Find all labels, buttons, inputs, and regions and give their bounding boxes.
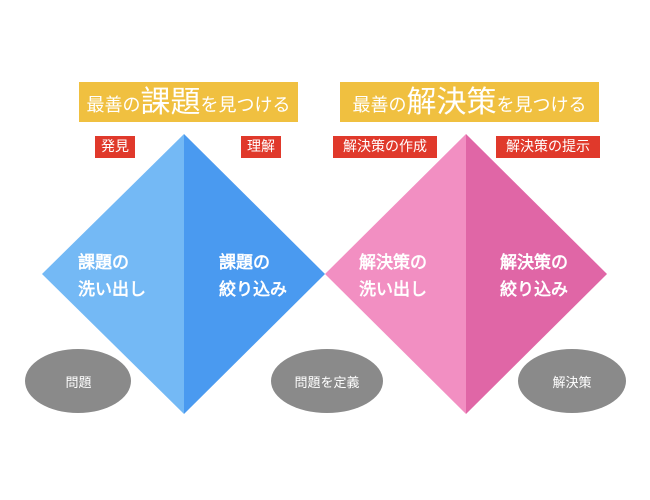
- issue-divergence-line1: 課題の: [78, 253, 129, 273]
- find-best-issue-banner: 最善の 課題 を見つける: [79, 82, 298, 122]
- solution-divergence-line2: 洗い出し: [359, 280, 427, 300]
- issue-divergence-line2: 洗い出し: [78, 280, 146, 300]
- find-best-solution-banner: 最善の 解決策 を見つける: [340, 82, 599, 122]
- banner-left-prefix: 最善の: [86, 95, 141, 116]
- define-problem-ellipse: [271, 349, 383, 413]
- define-problem-label: 問題を定義: [294, 376, 360, 391]
- solution-convergence-line1: 解決策の: [500, 253, 568, 273]
- solution-divergence-label: 解決策の 洗い出し: [359, 250, 479, 304]
- solution-creation-tag: 解決策の作成: [333, 136, 437, 158]
- discovery-tag: 発見: [95, 136, 135, 158]
- issue-convergence-diamond-half: [184, 134, 325, 414]
- solution-presentation-tag: 解決策の提示: [496, 136, 600, 158]
- solution-divergence-diamond-half: [325, 134, 466, 414]
- solution-convergence-diamond-half: [466, 134, 607, 414]
- banner-left-emphasis: 課題: [140, 85, 201, 120]
- solution-convergence-line2: 絞り込み: [500, 280, 568, 300]
- problem-label: 問題: [65, 376, 92, 391]
- solution-divergence-line1: 解決策の: [359, 253, 427, 273]
- solution-ellipse: [518, 349, 626, 413]
- problem-ellipse: [25, 349, 131, 413]
- banner-left-suffix: を見つける: [200, 95, 291, 116]
- issue-divergence-label: 課題の 洗い出し: [78, 250, 198, 304]
- banner-right-suffix: を見つける: [496, 95, 587, 116]
- issue-convergence-label: 課題の 絞り込み: [219, 250, 339, 304]
- issue-convergence-line2: 絞り込み: [219, 280, 287, 300]
- solution-label: 解決策: [552, 376, 592, 391]
- solution-convergence-label: 解決策の 絞り込み: [500, 250, 620, 304]
- issue-divergence-diamond-half: [42, 134, 184, 414]
- understanding-tag: 理解: [241, 136, 281, 158]
- banner-right-emphasis: 解決策: [406, 85, 497, 120]
- issue-convergence-line1: 課題の: [219, 253, 270, 273]
- banner-right-prefix: 最善の: [352, 95, 407, 116]
